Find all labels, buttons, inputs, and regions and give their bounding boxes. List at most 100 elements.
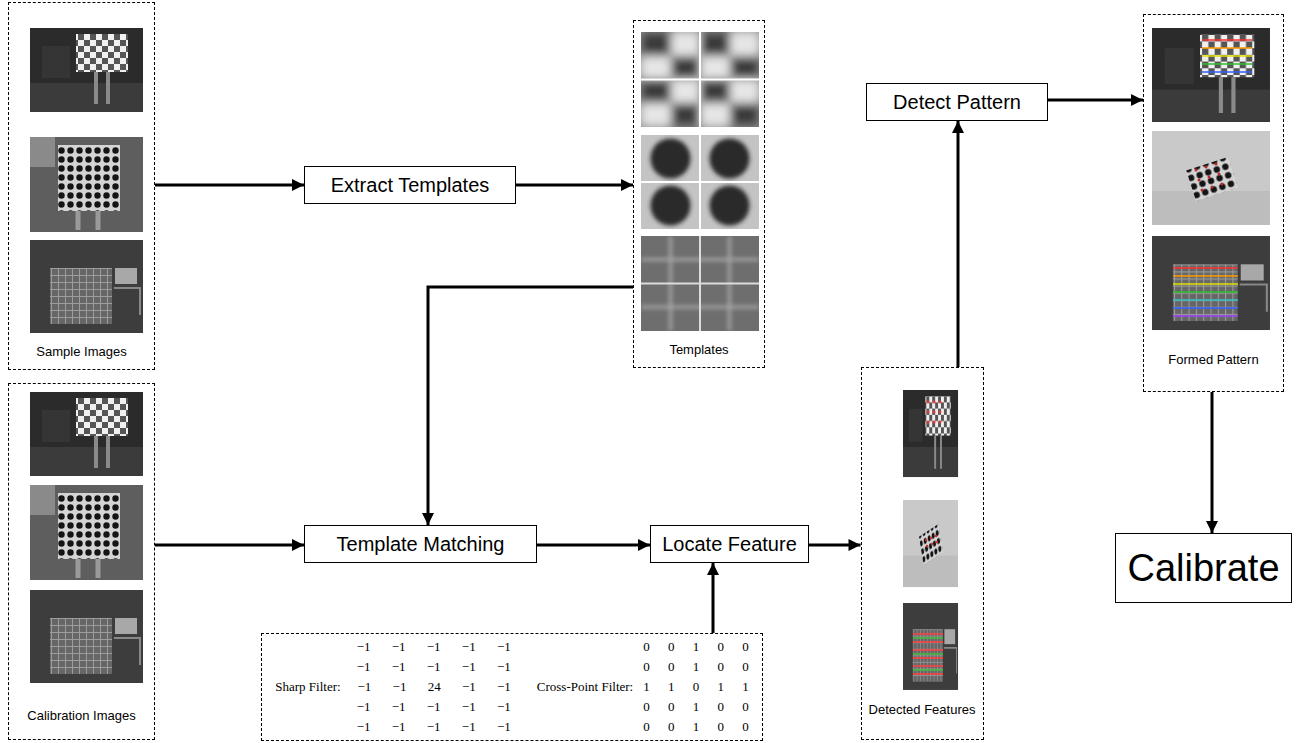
template-image <box>651 139 691 179</box>
sample-image <box>30 137 143 232</box>
calibration-image <box>30 590 143 683</box>
formed-pattern-image <box>1173 315 1238 317</box>
formed-pattern-image <box>1173 299 1238 301</box>
template-image <box>641 32 759 127</box>
flow-arrow <box>957 121 960 367</box>
matrix-row: 0 0 1 0 0 <box>643 717 749 737</box>
formed-pattern-image <box>1152 28 1270 122</box>
detected-image <box>925 539 927 541</box>
image-group: Detected Features <box>861 367 984 740</box>
template-image <box>641 135 759 229</box>
template-image <box>641 79 700 126</box>
template-image <box>700 79 759 126</box>
formed-pattern-image <box>1221 183 1224 186</box>
matrix-row: −1 −1 −1 −1 −1 <box>357 717 511 737</box>
matrix-row: −1 −1 −1 −1 −1 <box>357 657 511 677</box>
template-image <box>641 32 759 127</box>
matrix-row: 0 0 1 0 0 <box>643 697 749 717</box>
detected-image <box>903 390 958 690</box>
image-group: Sample Images <box>8 2 155 370</box>
process-box: Template Matching <box>304 525 537 563</box>
template-image <box>641 32 759 127</box>
filter-label: Sharp Filter: <box>275 679 340 695</box>
group-caption: Sample Images <box>36 344 126 359</box>
flow-arrow <box>537 544 650 547</box>
template-image <box>710 186 750 226</box>
detected-image <box>933 411 936 414</box>
detected-image <box>903 603 958 690</box>
formed-pattern-image <box>1173 307 1238 309</box>
box-label: Calibrate <box>1127 547 1279 590</box>
flow-arrow <box>712 563 715 633</box>
template-image <box>641 236 759 331</box>
formed-pattern-image <box>1152 131 1270 225</box>
flow-arrow <box>516 184 633 187</box>
flow-arrow <box>1048 99 1143 102</box>
template-image <box>641 236 759 331</box>
template-image <box>641 236 759 331</box>
filter-label: Cross-Point Filter: <box>537 679 633 695</box>
image-group: Calibration Images <box>8 383 155 740</box>
process-box: Calibrate <box>1115 533 1292 603</box>
template-image <box>641 236 759 331</box>
group-caption: Formed Pattern <box>1168 352 1258 367</box>
filter-matrix: −1 −1 −1 −1 −1−1 −1 −1 −1 −1−1 −1 24 −1 … <box>357 637 511 737</box>
group-caption: Calibration Images <box>27 708 135 723</box>
calibration-image <box>30 485 143 580</box>
formed-pattern-image <box>1198 179 1201 182</box>
formed-pattern-image <box>1208 176 1211 179</box>
process-box: Locate Feature <box>650 525 809 563</box>
template-image <box>641 236 759 331</box>
detected-image <box>935 535 937 537</box>
detected-image <box>903 500 958 587</box>
template-image <box>641 32 700 79</box>
filter-heading: Sharp Filter: <box>275 679 340 695</box>
detected-image <box>933 421 936 424</box>
detected-image <box>925 535 938 547</box>
formed-pattern-image <box>1202 71 1252 73</box>
formed-pattern-image <box>1173 275 1238 277</box>
detected-image <box>939 411 942 414</box>
box-label: Template Matching <box>337 533 505 556</box>
group-caption: Detected Features <box>869 702 976 717</box>
template-image <box>630 20 770 331</box>
box-label: Extract Templates <box>331 174 490 197</box>
sample-image <box>30 28 143 112</box>
formed-pattern-image <box>1202 39 1252 41</box>
filter-box: Sharp Filter:−1 −1 −1 −1 −1−1 −1 −1 −1 −… <box>261 633 763 741</box>
detected-image <box>933 401 936 404</box>
detected-image <box>939 421 942 424</box>
template-image <box>710 139 750 179</box>
formed-pattern-image <box>1218 173 1221 176</box>
matrix-row: −1 −1 −1 −1 −1 <box>357 697 511 717</box>
matrix-row: −1 −1 −1 −1 −1 <box>357 637 511 657</box>
template-image <box>641 135 759 229</box>
box-label: Locate Feature <box>662 533 797 556</box>
formed-pattern-image <box>1201 189 1204 192</box>
group-caption: Templates <box>669 342 728 357</box>
calibration-image <box>30 392 143 683</box>
filter-heading: Cross-Point Filter: <box>537 679 633 695</box>
flow-arrow <box>809 544 861 547</box>
image-group: Formed Pattern <box>1143 14 1284 392</box>
detected-image <box>939 401 942 404</box>
formed-pattern-image <box>1152 236 1270 330</box>
flow-arrow <box>155 184 304 187</box>
detected-image <box>913 638 943 670</box>
formed-pattern-image <box>1215 163 1218 166</box>
flow-arrow <box>155 544 304 547</box>
detected-image <box>930 537 932 539</box>
formed-pattern-image <box>1202 55 1252 57</box>
detected-image <box>926 545 928 547</box>
detected-image <box>936 541 938 543</box>
detected-image <box>927 411 930 414</box>
matrix-row: 1 1 0 1 1 <box>643 677 749 697</box>
process-box: Extract Templates <box>304 166 516 204</box>
formed-pattern-image <box>1195 169 1198 172</box>
template-image <box>641 32 759 127</box>
formed-pattern-image <box>1152 28 1270 330</box>
detected-image <box>913 634 943 674</box>
image-group: Templates <box>633 20 765 368</box>
calibration-image <box>30 392 143 476</box>
